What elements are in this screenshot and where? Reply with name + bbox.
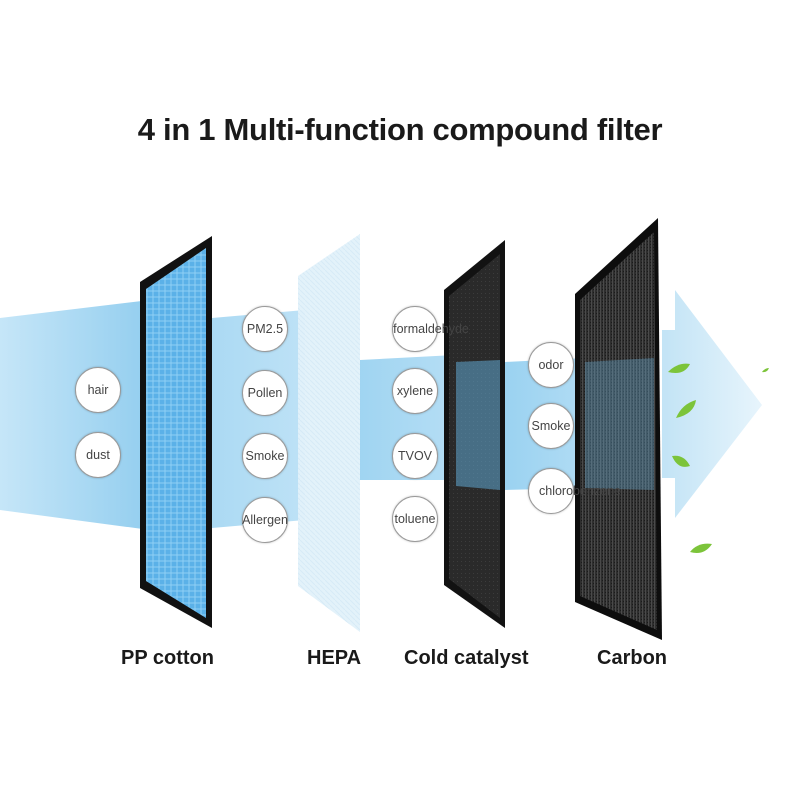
pollutant-hair-bubble: hair bbox=[75, 367, 121, 413]
hepa-panel bbox=[298, 234, 360, 632]
leaf-icons bbox=[668, 363, 769, 553]
pollutant-smoke-bubble-1: Smoke bbox=[242, 433, 288, 479]
pollutant-chlorobenzene-bubble: chlorobenzene bbox=[528, 468, 621, 514]
pollutant-tvov-label: TVOV bbox=[397, 449, 433, 463]
layer-label-carbon: Carbon bbox=[597, 647, 667, 669]
airflow-out-arrow bbox=[662, 290, 762, 518]
pollutant-tvov-bubble: TVOV bbox=[392, 433, 438, 479]
pollutant-pm25-label: PM2.5 bbox=[246, 322, 284, 336]
pollutant-pollen-bubble: Pollen bbox=[242, 370, 288, 416]
pollutant-allergen-bubble: Allergen bbox=[242, 497, 288, 543]
pollutant-dust-bubble: dust bbox=[75, 432, 121, 478]
cold-catalyst-panel bbox=[444, 240, 505, 628]
pollutant-hair-label: hair bbox=[87, 383, 109, 397]
pollutant-toluene-label: toluene bbox=[394, 512, 436, 526]
carbon-panel bbox=[575, 218, 662, 640]
pp-cotton-panel bbox=[140, 236, 212, 628]
pollutant-xylene-bubble: xylene bbox=[392, 368, 438, 414]
pollutant-smoke-label-2: Smoke bbox=[531, 419, 571, 433]
pollutant-chlorobenzene-label: chlorobenzene bbox=[539, 484, 622, 498]
pollutant-xylene-label: xylene bbox=[396, 384, 434, 398]
pollutant-dust-label: dust bbox=[86, 448, 110, 462]
pollutant-pm25-bubble: PM2.5 bbox=[242, 306, 288, 352]
airflow-mid-1 bbox=[212, 310, 305, 528]
pollutant-formaldehyde-label: formaldehyde bbox=[393, 322, 469, 336]
pollutant-smoke-bubble-2: Smoke bbox=[528, 403, 574, 449]
layer-label-pp-cotton: PP cotton bbox=[121, 647, 214, 669]
pollutant-smoke-label-1: Smoke bbox=[245, 449, 285, 463]
pollutant-odor-label: odor bbox=[538, 358, 564, 372]
pollutant-allergen-label: Allergen bbox=[242, 513, 288, 527]
pollutant-toluene-bubble: toluene bbox=[392, 496, 438, 542]
airflow-in bbox=[0, 300, 150, 530]
pollutant-odor-bubble: odor bbox=[528, 342, 574, 388]
page-title: 4 in 1 Multi-function compound filter bbox=[137, 112, 663, 147]
pollutant-pollen-label: Pollen bbox=[247, 386, 283, 400]
layer-label-cold-catalyst: Cold catalyst bbox=[404, 647, 529, 669]
layer-label-hepa: HEPA bbox=[307, 647, 362, 669]
pollutant-formaldehyde-bubble: formaldehyde bbox=[392, 306, 469, 352]
